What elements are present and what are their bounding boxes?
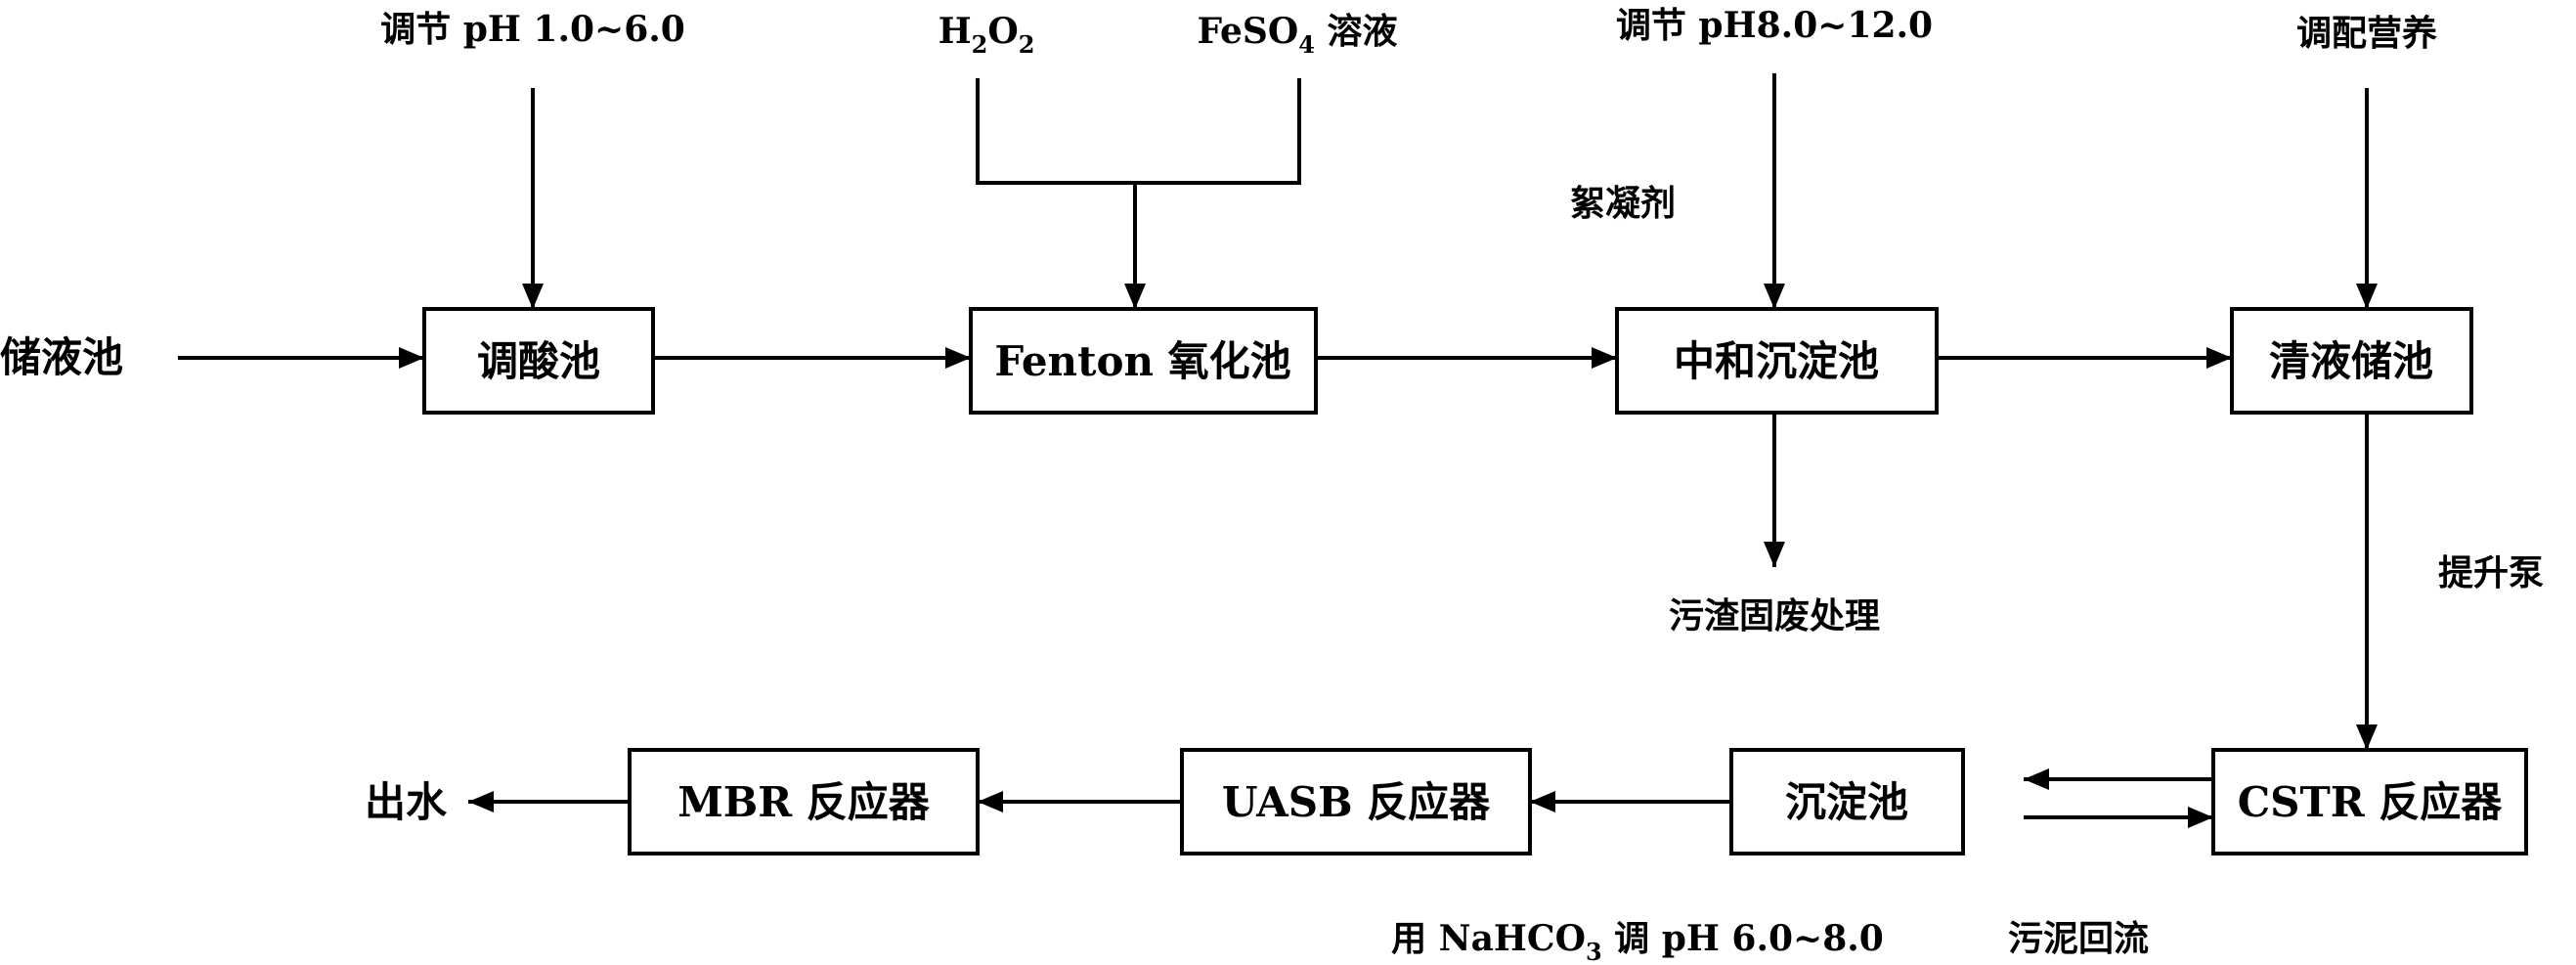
nahco3-label: 用 NaHCO3 调 pH 6.0~8.0: [1391, 918, 1884, 965]
cstr-box: CSTR 反应器: [2211, 748, 2528, 855]
mbr-box: MBR 反应器: [628, 748, 980, 855]
outflow-label: 出水: [365, 778, 448, 826]
base-ph-label: 调节 pH8.0~12.0: [1616, 5, 1933, 46]
clear-tank-box: 清液储池: [2230, 307, 2473, 415]
cstr-label: CSTR 反应器: [2238, 778, 2504, 826]
fenton-tank-box: Fenton 氧化池: [969, 307, 1318, 415]
acid-ph-label: 调节 pH 1.0~6.0: [380, 9, 685, 50]
neutralize-tank-label: 中和沉淀池: [1674, 337, 1879, 385]
neutralize-tank-box: 中和沉淀池: [1615, 307, 1939, 415]
bracket-reagents: [976, 78, 1301, 185]
nutrient-label: 调配营养: [2296, 13, 2437, 54]
settling-tank-label: 沉淀池: [1785, 778, 1908, 826]
clear-tank-label: 清液储池: [2269, 337, 2433, 385]
fenton-tank-label: Fenton 氧化池: [994, 337, 1290, 385]
inflow-label: 储液池: [0, 333, 123, 381]
feso4-label: FeSO4 溶液: [1197, 11, 1397, 59]
sludge-disposal-label: 污渣固废处理: [1669, 595, 1880, 636]
flocculant-label: 絮凝剂: [1570, 183, 1676, 224]
acid-tank-box: 调酸池: [422, 307, 655, 415]
uasb-box: UASB 反应器: [1180, 748, 1532, 855]
mbr-label: MBR 反应器: [677, 778, 931, 826]
acid-tank-label: 调酸池: [477, 337, 600, 385]
h2o2-label: H2O2: [939, 11, 1035, 59]
uasb-label: UASB 反应器: [1222, 778, 1491, 826]
settling-tank-box: 沉淀池: [1729, 748, 1965, 855]
lift-pump-label: 提升泵: [2438, 552, 2544, 593]
sludge-return-label: 污泥回流: [2008, 918, 2149, 959]
